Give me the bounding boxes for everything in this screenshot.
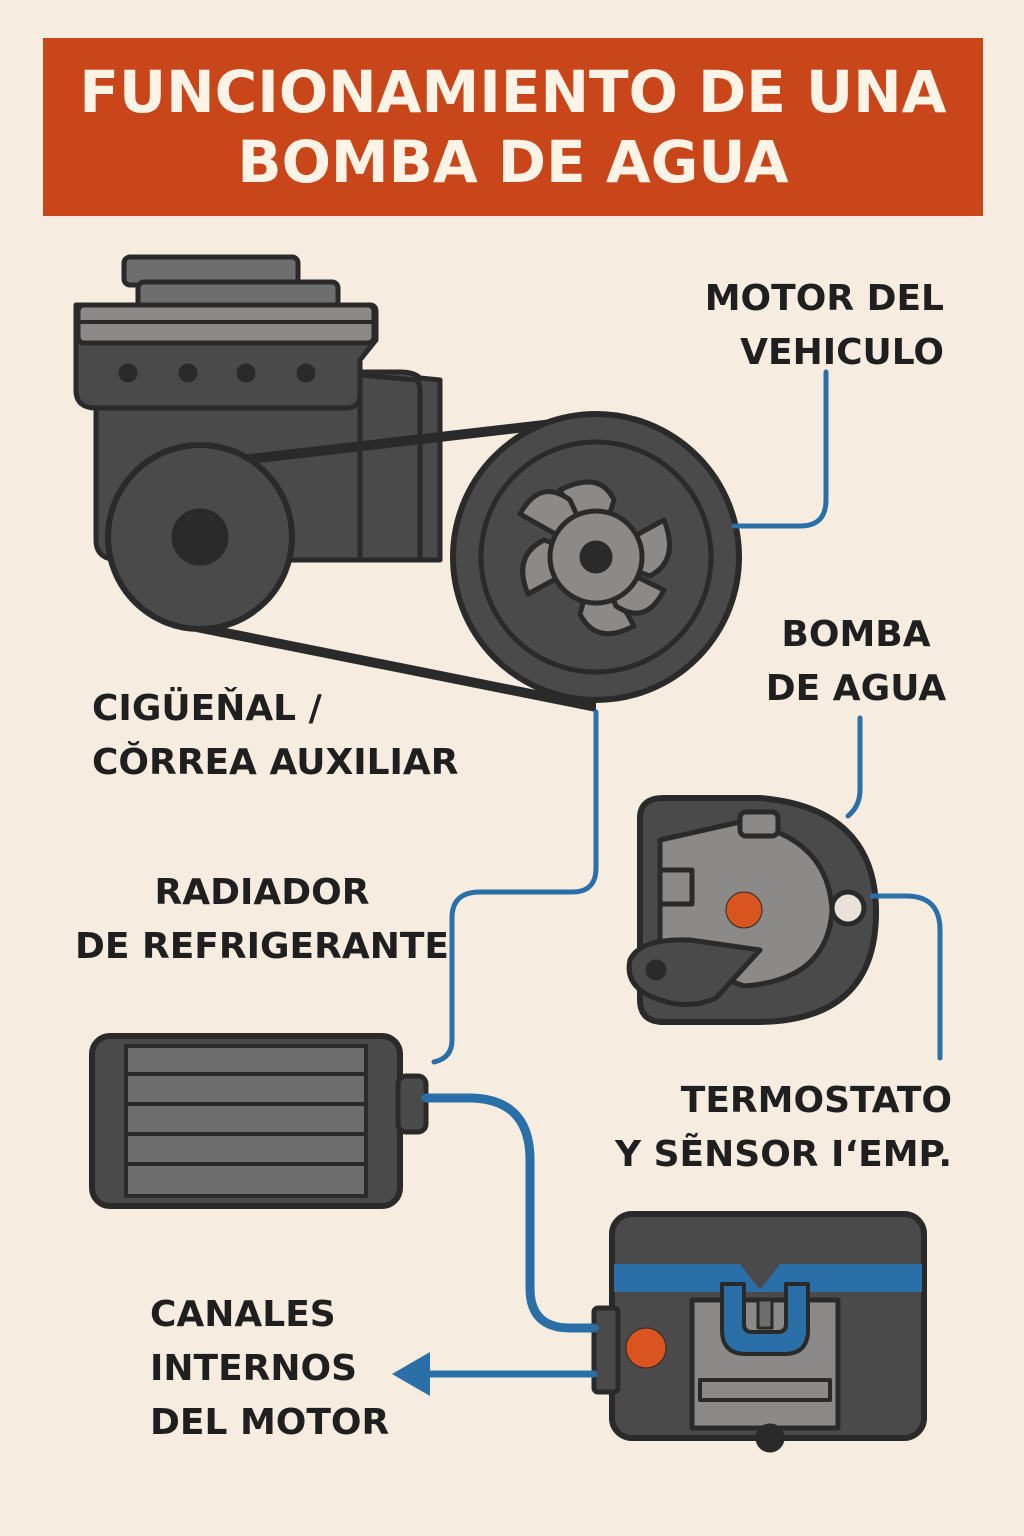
label-radiador-line-1: RADIADOR: [154, 872, 370, 913]
label-radiador-line-2: DE REFRIGERANTE: [74, 926, 450, 967]
title-line-2: BOMBA DE AGUA: [237, 128, 789, 196]
page-title: FUNCIONAMIENTO DE UNA BOMBA DE AGUA: [43, 38, 983, 216]
label-motor-del-vehiculo: MOTOR DEL VEHICULO: [705, 272, 944, 380]
label-bomba-line-2: DE AGUA: [765, 668, 947, 709]
auxiliary-belt-icon: [180, 414, 596, 712]
label-canales-internos: CANALES INTERNOS DEL MOTOR: [150, 1288, 389, 1450]
label-motor-line-2: VEHICULO: [740, 332, 944, 373]
connector-termostato: [869, 893, 943, 1061]
label-termostato-line-1: TERMOSTATO: [680, 1080, 952, 1121]
label-ciguenal-correa: CIGÜEŇAL / CŎRREA AUXILIAR: [92, 682, 459, 790]
coolant-hose: [421, 1093, 599, 1333]
label-canales-line-3: DEL MOTOR: [150, 1402, 390, 1443]
arrow-left-icon: [392, 1352, 430, 1396]
water-pump-impeller-icon: [450, 411, 742, 703]
connector-bomba: [845, 715, 863, 819]
connector-pulley-radiator: [431, 709, 599, 1065]
crankshaft-pulley-icon: [105, 442, 295, 632]
radiator-icon: [89, 1033, 429, 1209]
title-line-1: FUNCIONAMIENTO DE UNA: [79, 58, 947, 126]
label-bomba-de-agua: BOMBA DE AGUA: [748, 608, 964, 716]
water-pump-housing-icon: [626, 795, 879, 1025]
label-motor-line-1: MOTOR DEL: [704, 278, 944, 319]
connector-lines: [421, 369, 943, 1378]
engine-coolant-channels-icon: [591, 1211, 927, 1453]
label-radiador-de-refrigerante: RADIADOR DE REFRIGERANTE: [70, 866, 454, 974]
title-banner-background: [43, 38, 983, 216]
label-ciguenal-line-2: CŎRREA AUXILIAR: [92, 742, 459, 783]
label-canales-line-1: CANALES: [150, 1294, 336, 1335]
label-termostato-sensor: TERMOSTATO Y SẼNSOR I‘EMP.: [615, 1074, 952, 1182]
connector-motor: [731, 369, 829, 529]
label-termostato-line-2: Y SẼNSOR I‘EMP.: [615, 1134, 952, 1175]
label-bomba-line-1: BOMBA: [781, 614, 931, 655]
label-ciguenal-line-1: CIGÜEŇAL /: [92, 688, 322, 729]
label-canales-line-2: INTERNOS: [150, 1348, 358, 1389]
